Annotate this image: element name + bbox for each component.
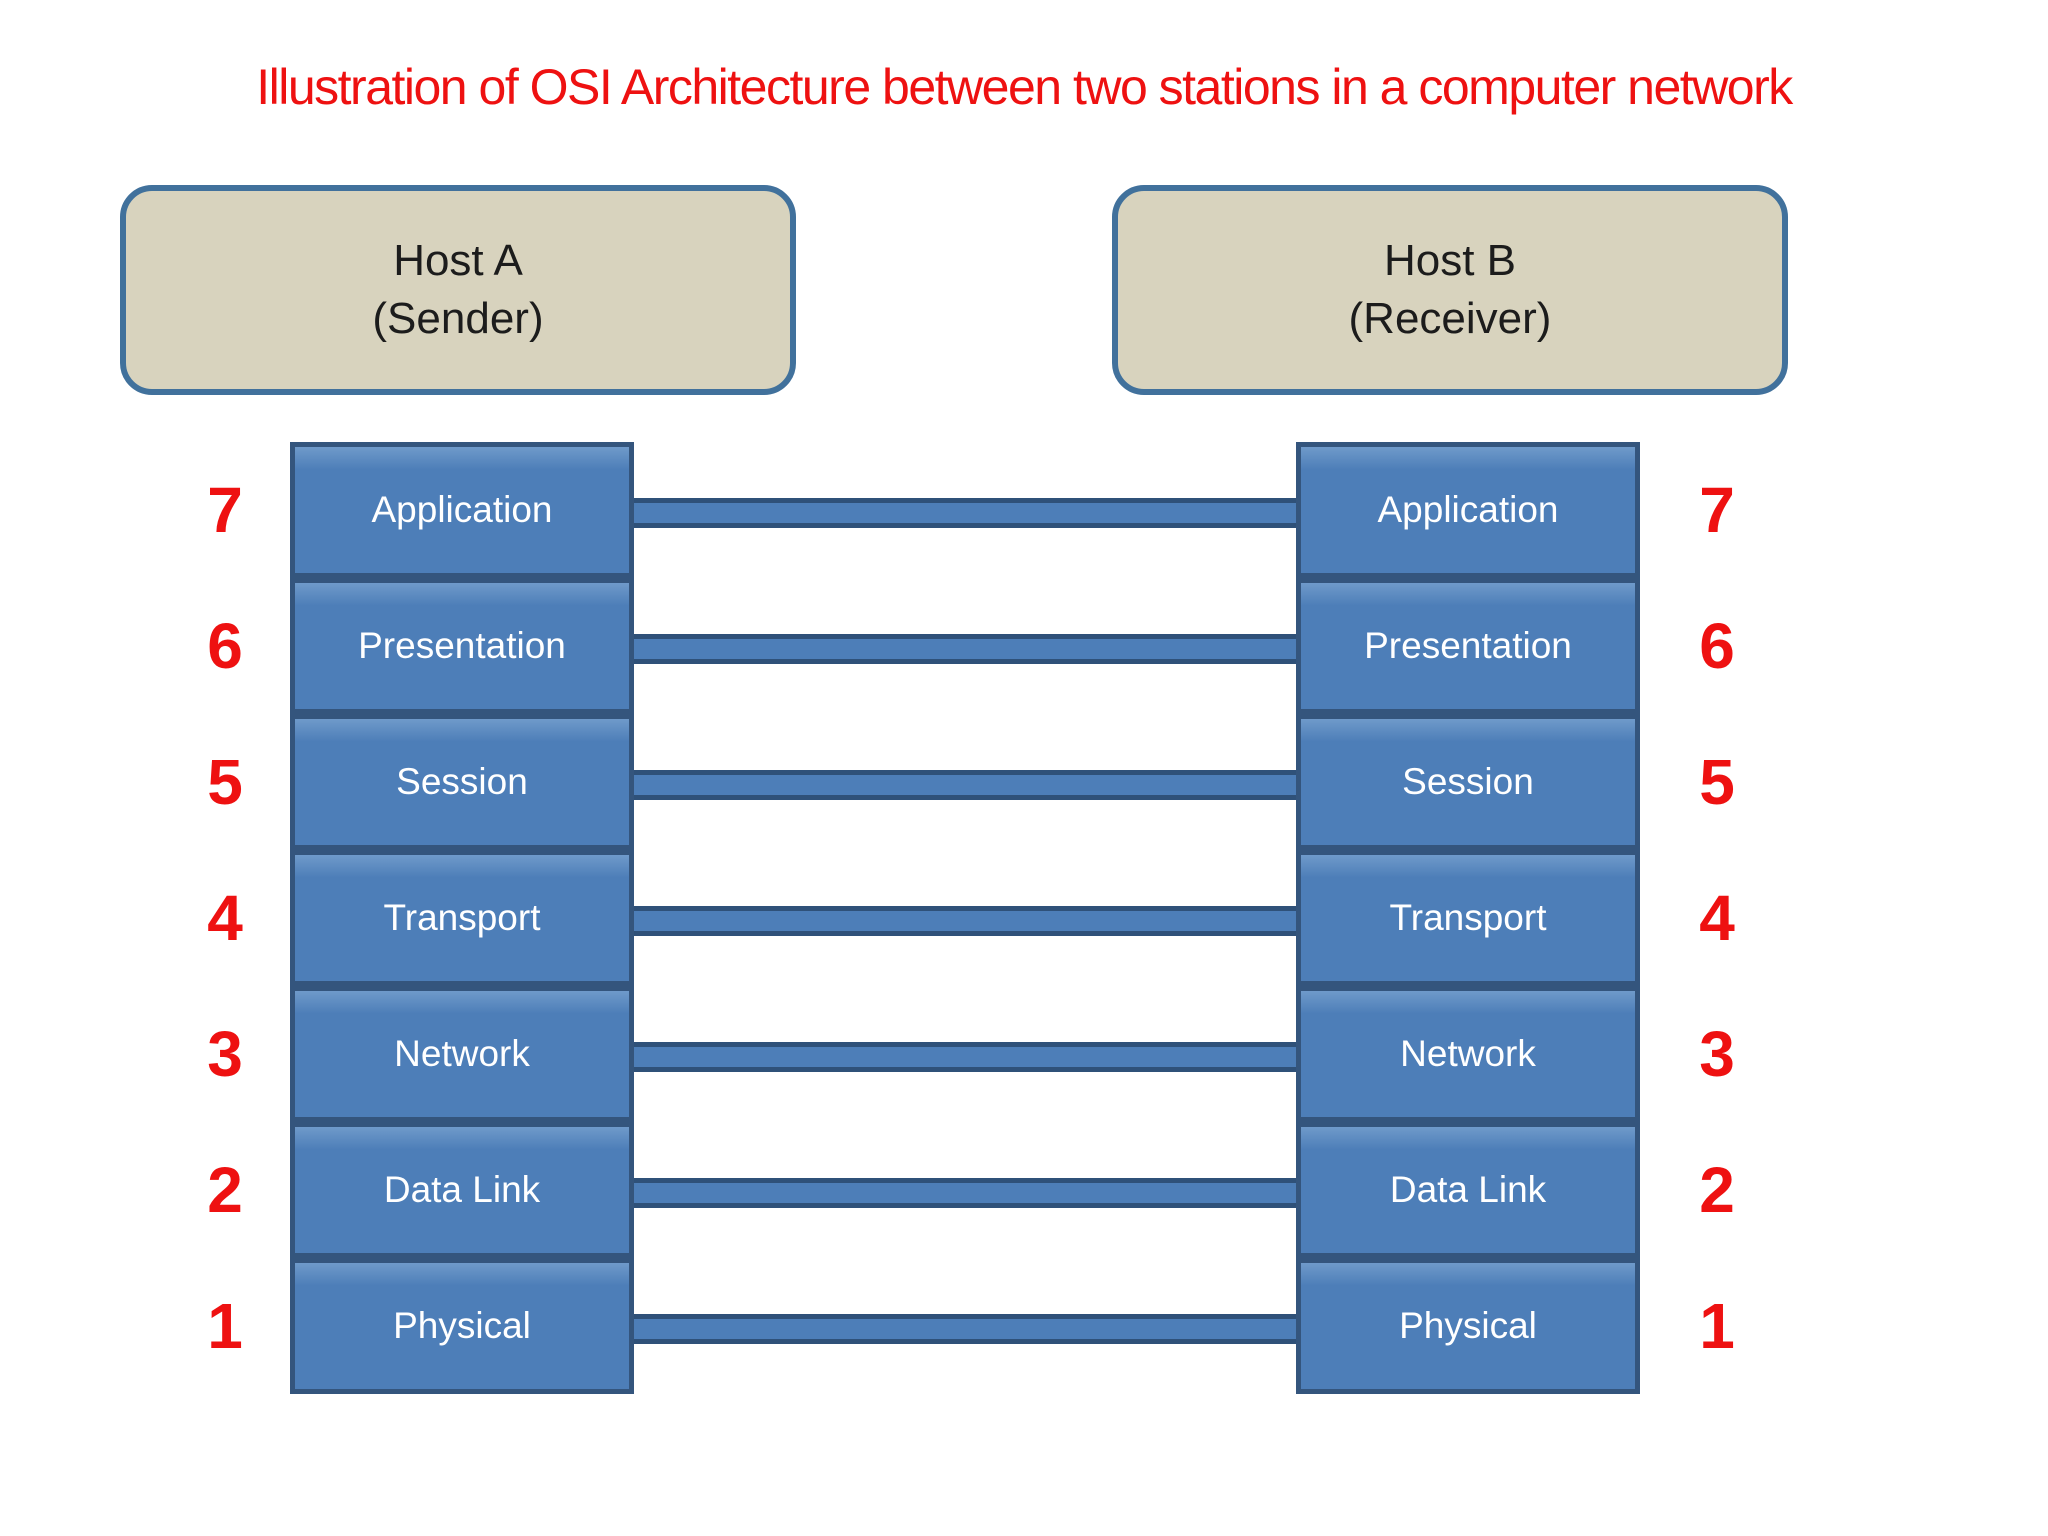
- peer-link-bar-session: [626, 770, 1304, 800]
- layer-box-network-right: Network: [1296, 986, 1640, 1122]
- layer-number-physical-right: 1: [1699, 1290, 1735, 1362]
- peer-link-bar-network: [626, 1042, 1304, 1072]
- layer-number-session-left: 5: [207, 746, 243, 818]
- layer-box-application-right: Application: [1296, 442, 1640, 578]
- peer-link-bar-physical: [626, 1314, 1304, 1344]
- layer-number-data-link-left: 2: [207, 1154, 243, 1226]
- layer-box-transport-right: Transport: [1296, 850, 1640, 986]
- peer-link-bar-presentation: [626, 634, 1304, 664]
- host-a-box: Host A (Sender): [120, 185, 796, 395]
- host-b-name: Host B: [1383, 235, 1517, 285]
- layer-number-application-right: 7: [1699, 474, 1735, 546]
- layer-number-presentation-left: 6: [207, 610, 243, 682]
- host-b-role: (Receiver): [1348, 294, 1552, 343]
- layer-number-application-left: 7: [207, 474, 243, 546]
- host-a-name: Host A: [393, 235, 523, 285]
- layer-box-data-link-right: Data Link: [1296, 1122, 1640, 1258]
- host-a-role: (Sender): [372, 294, 544, 343]
- layer-box-physical-right: Physical: [1296, 1258, 1640, 1394]
- layer-box-session-right: Session: [1296, 714, 1640, 850]
- layer-numbers-right: 7 6 5 4 3 2 1: [1647, 442, 1787, 1394]
- layer-number-physical-left: 1: [207, 1290, 243, 1362]
- peer-link-bar-application: [626, 498, 1304, 528]
- layer-box-physical-left: Physical: [290, 1258, 634, 1394]
- layer-box-presentation-left: Presentation: [290, 578, 634, 714]
- peer-link-bar-transport: [626, 906, 1304, 936]
- layer-number-network-left: 3: [207, 1018, 243, 1090]
- layer-number-transport-right: 4: [1699, 882, 1735, 954]
- layer-number-session-right: 5: [1699, 746, 1735, 818]
- layer-box-network-left: Network: [290, 986, 634, 1122]
- layer-box-transport-left: Transport: [290, 850, 634, 986]
- layer-number-network-right: 3: [1699, 1018, 1735, 1090]
- layer-numbers-left: 7 6 5 4 3 2 1: [155, 442, 295, 1394]
- layer-number-data-link-right: 2: [1699, 1154, 1735, 1226]
- diagram-title: Illustration of OSI Architecture between…: [256, 59, 1793, 115]
- layer-number-transport-left: 4: [207, 882, 243, 954]
- layer-box-data-link-left: Data Link: [290, 1122, 634, 1258]
- peer-link-bar-data-link: [626, 1178, 1304, 1208]
- layer-box-session-left: Session: [290, 714, 634, 850]
- layer-box-presentation-right: Presentation: [1296, 578, 1640, 714]
- host-b-box: Host B (Receiver): [1112, 185, 1788, 395]
- layer-number-presentation-right: 6: [1699, 610, 1735, 682]
- layer-box-application-left: Application: [290, 442, 634, 578]
